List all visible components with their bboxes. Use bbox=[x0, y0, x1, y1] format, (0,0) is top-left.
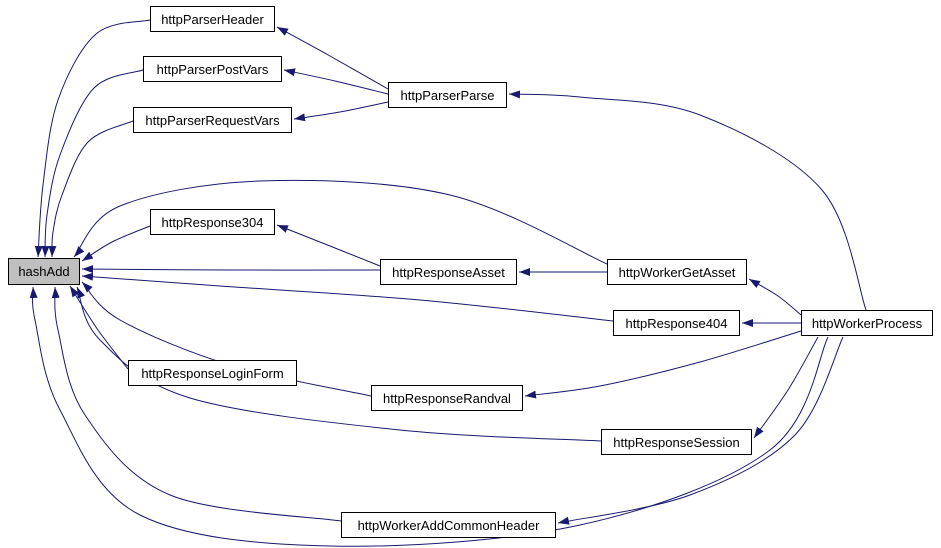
edge-httpResponseLoginForm-hashAdd bbox=[69, 285, 129, 370]
graph-node-httpParserRequestVars[interactable]: httpParserRequestVars bbox=[133, 107, 292, 133]
graph-node-httpParserPostVars[interactable]: httpParserPostVars bbox=[143, 56, 282, 82]
edge-httpResponse304-hashAdd bbox=[81, 225, 151, 262]
edge-httpParserParse-httpParserPostVars bbox=[283, 68, 389, 95]
graph-node-label: httpWorkerProcess bbox=[811, 315, 923, 331]
edge-httpWorkerAddCommonHeader-hashAdd bbox=[51, 286, 342, 522]
graph-node-httpResponseLoginForm[interactable]: httpResponseLoginForm bbox=[128, 360, 297, 386]
graph-node-label: httpResponse404 bbox=[625, 315, 728, 331]
graph-node-httpWorkerProcess[interactable]: httpWorkerProcess bbox=[801, 310, 933, 336]
graph-node-httpResponse304[interactable]: httpResponse304 bbox=[150, 209, 275, 235]
graph-node-httpWorkerAddCommonHeader[interactable]: httpWorkerAddCommonHeader bbox=[341, 512, 556, 538]
graph-node-label: httpParserRequestVars bbox=[145, 112, 280, 128]
graph-node-httpParserParse[interactable]: httpParserParse bbox=[388, 82, 507, 108]
graph-node-label: httpParserHeader bbox=[161, 11, 264, 27]
edge-httpParserParse-httpParserRequestVars bbox=[293, 101, 389, 122]
edge-httpWorkerProcess-httpResponseRandval bbox=[524, 330, 802, 399]
edge-httpParserPostVars-hashAdd bbox=[41, 69, 144, 258]
graph-node-label: httpResponse304 bbox=[161, 214, 264, 230]
graph-node-label: httpResponseRandval bbox=[383, 390, 511, 406]
graph-node-httpResponseRandval[interactable]: httpResponseRandval bbox=[371, 385, 523, 411]
graph-node-httpResponseSession[interactable]: httpResponseSession bbox=[601, 429, 752, 455]
graph-node-label: hashAdd bbox=[18, 264, 70, 279]
graph-node-hashAdd: hashAdd bbox=[8, 258, 80, 285]
graph-node-label: httpResponseLoginForm bbox=[141, 365, 284, 381]
graph-node-httpParserHeader[interactable]: httpParserHeader bbox=[150, 6, 275, 32]
edge-httpWorkerProcess-httpResponseSession bbox=[753, 336, 819, 439]
graph-node-label: httpWorkerAddCommonHeader bbox=[357, 517, 540, 533]
edge-httpParserRequestVars-hashAdd bbox=[48, 120, 134, 258]
graph-node-label: httpParserPostVars bbox=[156, 61, 269, 77]
graph-node-label: httpParserParse bbox=[400, 87, 495, 103]
graph-node-httpResponseAsset[interactable]: httpResponseAsset bbox=[380, 259, 517, 285]
edge-httpWorkerProcess-httpWorkerGetAsset bbox=[748, 278, 802, 316]
edge-httpResponseAsset-httpResponse304 bbox=[276, 224, 381, 267]
graph-node-httpWorkerGetAsset[interactable]: httpWorkerGetAsset bbox=[607, 259, 747, 285]
edge-httpResponse404-hashAdd bbox=[81, 272, 614, 322]
edge-httpResponseAsset-hashAdd bbox=[81, 265, 381, 274]
edge-httpParserHeader-hashAdd bbox=[34, 19, 151, 258]
graph-node-label: httpResponseSession bbox=[613, 434, 740, 450]
graph-node-httpResponse404[interactable]: httpResponse404 bbox=[613, 310, 740, 336]
graph-node-label: httpWorkerGetAsset bbox=[618, 264, 736, 280]
edge-httpParserParse-httpParserHeader bbox=[276, 26, 389, 90]
graph-node-label: httpResponseAsset bbox=[392, 264, 505, 280]
